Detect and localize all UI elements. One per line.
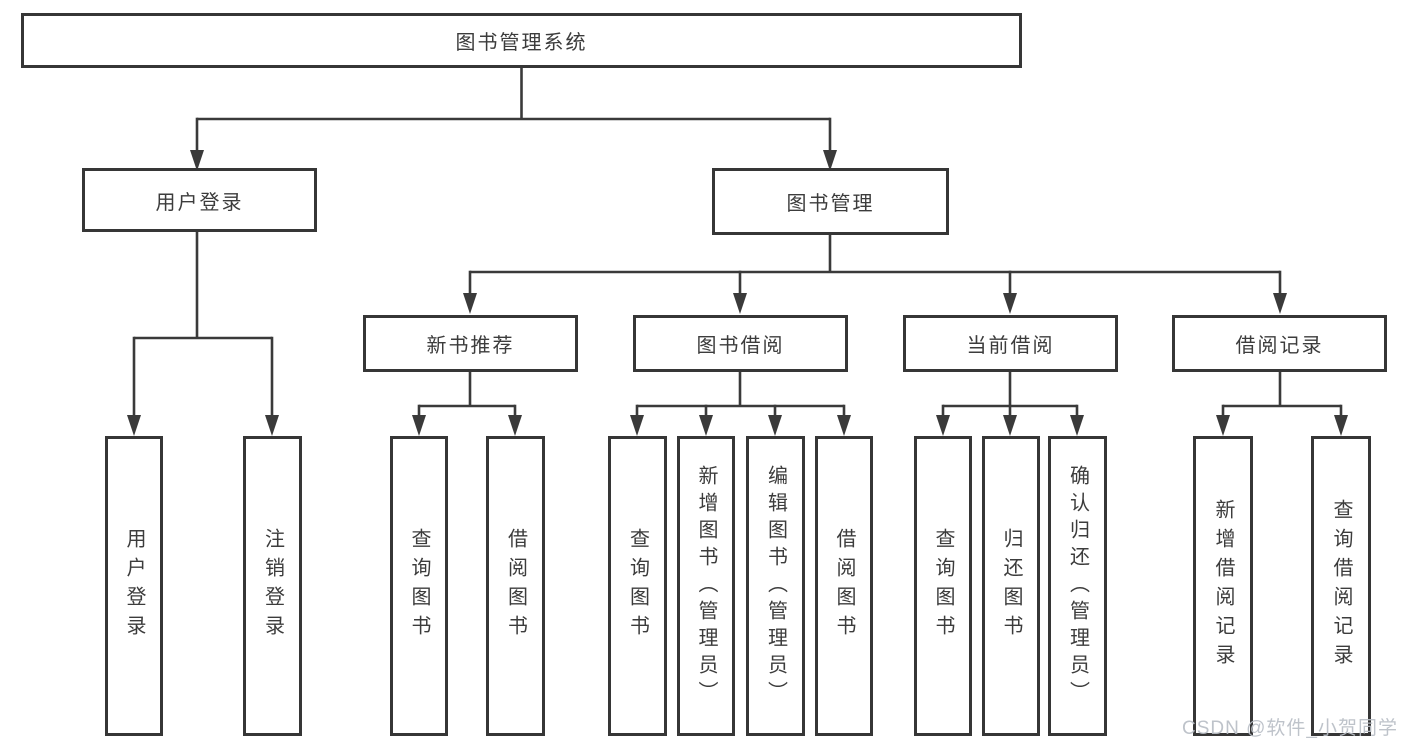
node-book-management: 图书管理	[712, 168, 949, 235]
node-label: 查询图书	[408, 528, 430, 644]
leaf-recommend-borrow-book: 借阅图书	[486, 436, 545, 736]
leaf-borrowing-edit-book-admin: 编辑图书（管理员）	[746, 436, 805, 736]
node-label: 查询借阅记录	[1330, 499, 1352, 673]
leaf-records-add-record: 新增借阅记录	[1193, 436, 1253, 736]
node-label: 新增借阅记录	[1212, 499, 1234, 673]
leaf-borrowing-borrow-book: 借阅图书	[815, 436, 873, 736]
node-label: 确认归还（管理员）	[1066, 464, 1089, 708]
node-new-book-recommend: 新书推荐	[363, 315, 578, 372]
node-label: 借阅图书	[833, 528, 855, 644]
node-label: 图书借阅	[696, 335, 785, 357]
node-label: 当前借阅	[966, 335, 1055, 357]
node-current-borrowing: 当前借阅	[903, 315, 1118, 372]
leaf-records-query-record: 查询借阅记录	[1311, 436, 1371, 736]
leaf-borrowing-query-book: 查询图书	[608, 436, 667, 736]
node-label: 查询图书	[932, 528, 954, 644]
csdn-watermark: CSDN @软件_小贺同学	[1182, 718, 1398, 739]
leaf-current-query-book: 查询图书	[914, 436, 972, 736]
node-label: 借阅记录	[1235, 335, 1324, 357]
node-label: 新增图书（管理员）	[695, 464, 717, 708]
node-label: 归还图书	[1000, 528, 1022, 644]
leaf-current-return-book: 归还图书	[982, 436, 1040, 736]
node-label: 用户登录	[155, 191, 244, 214]
node-label: 注销登录	[261, 528, 284, 644]
node-library-management-system: 图书管理系统	[21, 13, 1022, 68]
node-label: 图书管理系统	[455, 32, 588, 54]
node-label: 查询图书	[626, 528, 649, 644]
leaf-logout: 注销登录	[243, 436, 302, 736]
node-user-login: 用户登录	[82, 168, 317, 232]
leaf-recommend-query-book: 查询图书	[390, 436, 448, 736]
node-label: 用户登录	[123, 528, 145, 644]
node-book-borrowing: 图书借阅	[633, 315, 848, 372]
leaf-borrowing-add-book-admin: 新增图书（管理员）	[677, 436, 735, 736]
node-label: 新书推荐	[426, 335, 515, 357]
node-label: 图书管理	[786, 193, 875, 215]
leaf-user-login: 用户登录	[105, 436, 163, 736]
node-label: 编辑图书（管理员）	[764, 464, 787, 708]
node-label: 借阅图书	[504, 528, 527, 644]
leaf-current-confirm-return-admin: 确认归还（管理员）	[1048, 436, 1107, 736]
node-borrowing-records: 借阅记录	[1172, 315, 1387, 372]
